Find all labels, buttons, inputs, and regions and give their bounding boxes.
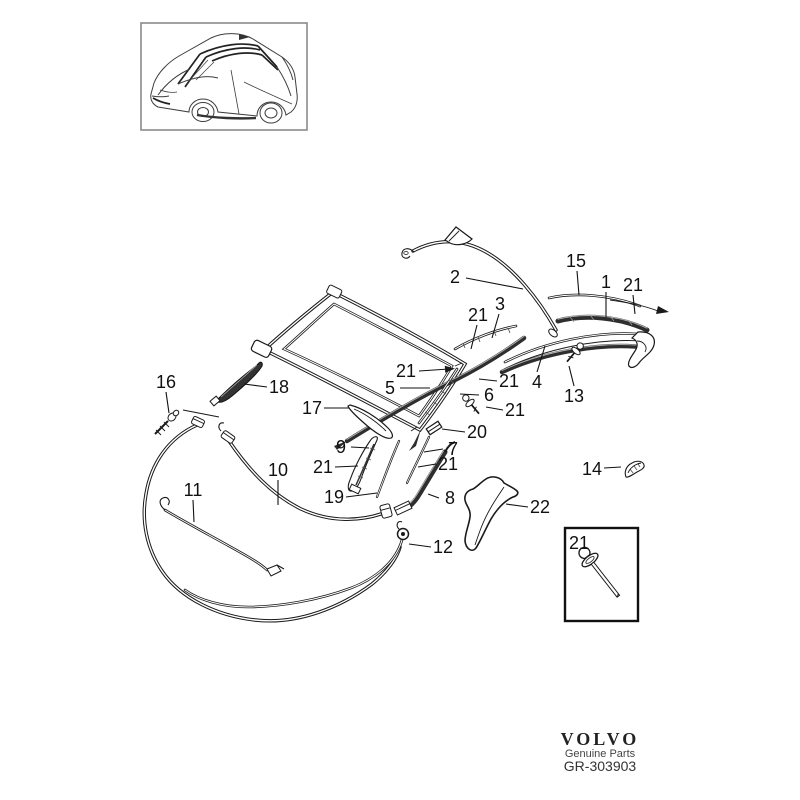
leader-line xyxy=(568,365,575,387)
rivet-detail-icon xyxy=(578,546,621,598)
seal-connector-right xyxy=(379,503,393,519)
part-callout-3: 3 xyxy=(495,294,505,314)
part-callout-21: 21 xyxy=(623,275,643,295)
leader-line xyxy=(632,294,636,315)
part-callout-15: 15 xyxy=(566,251,586,271)
part-17-strip xyxy=(347,404,394,439)
part-callout-21: 21 xyxy=(499,371,519,391)
brand-wordmark: VOLVO xyxy=(561,729,640,749)
part-callout-18: 18 xyxy=(269,377,289,397)
part-callout-21: 21 xyxy=(505,400,525,420)
part-8-seal xyxy=(393,441,456,516)
leader-line xyxy=(350,446,370,449)
part-1-strip xyxy=(558,314,647,330)
part-callout-8: 8 xyxy=(445,488,455,508)
leader-line xyxy=(345,492,378,498)
part-callout-14: 14 xyxy=(582,459,602,479)
vehicle-thumbnail xyxy=(140,22,308,131)
diagram-code: GR-303903 xyxy=(564,758,637,774)
part-4-rail xyxy=(502,328,655,372)
part-5-strip xyxy=(410,362,463,432)
part-21-rivet xyxy=(459,391,484,418)
part-callout-20: 20 xyxy=(467,422,487,442)
leader-line xyxy=(441,428,466,433)
leader-line xyxy=(485,406,504,411)
part-15-strip xyxy=(547,293,669,314)
screw-pointer-line xyxy=(182,409,220,418)
part-callout-21: 21 xyxy=(313,457,333,477)
windshield-frame-seal xyxy=(250,284,467,451)
part-callout-7: 7 xyxy=(448,439,458,459)
part-9-strip xyxy=(347,436,378,495)
leader-line xyxy=(576,270,580,296)
part-callout-17: 17 xyxy=(302,398,322,418)
convertible-car-icon xyxy=(150,33,298,124)
part-callout-13: 13 xyxy=(564,386,584,406)
seal-connector-mid xyxy=(220,430,236,444)
part-22-gusset xyxy=(464,476,519,551)
part-20-plate xyxy=(425,420,443,436)
part-callout-21: 21 xyxy=(569,533,589,553)
part-callout-11: 11 xyxy=(184,480,203,500)
fastener-detail-box xyxy=(563,526,640,623)
leader-line xyxy=(418,368,450,372)
leader-line xyxy=(334,465,359,468)
leader-line xyxy=(459,393,480,396)
leader-line xyxy=(465,277,524,290)
leader-line xyxy=(423,448,444,453)
part-2-front-rail xyxy=(401,226,558,332)
bottom-seal-assembly xyxy=(142,415,410,623)
part-7-strip xyxy=(405,435,431,485)
volvo-logo: VOLVO Genuine Parts GR-303903 xyxy=(561,729,640,774)
part-callout-21: 21 xyxy=(396,361,416,381)
leader-line xyxy=(505,503,529,508)
leader-line xyxy=(478,378,498,382)
part-callout-21: 21 xyxy=(438,454,458,474)
part-callout-21: 21 xyxy=(468,305,488,325)
part-3-strip xyxy=(453,324,518,351)
leader-line xyxy=(536,345,546,373)
leader-line xyxy=(192,499,195,523)
leader-line xyxy=(427,493,440,499)
part-16-screw xyxy=(154,409,220,436)
part-callout-5: 5 xyxy=(385,378,395,398)
part-callout-1: 1 xyxy=(601,272,611,292)
leader-line xyxy=(243,383,268,388)
part-callout-22: 22 xyxy=(530,497,550,517)
part-callout-2: 2 xyxy=(450,267,460,287)
part-callout-6: 6 xyxy=(484,385,494,405)
leader-line xyxy=(470,324,478,350)
brand-tagline: Genuine Parts xyxy=(565,748,636,760)
part-callout-12: 12 xyxy=(433,537,453,557)
leader-line xyxy=(165,391,170,414)
part-callout-19: 19 xyxy=(324,487,344,507)
part-14-clip xyxy=(624,460,645,478)
part-callout-9: 9 xyxy=(336,437,346,457)
part-callout-16: 16 xyxy=(156,372,176,392)
leader-line xyxy=(408,543,432,548)
leader-line xyxy=(491,313,500,339)
part-6-seal xyxy=(334,336,524,450)
leader-arrowhead xyxy=(444,365,455,373)
leader-line xyxy=(603,466,622,469)
leader-line xyxy=(417,463,437,468)
part-19-strip xyxy=(375,439,401,499)
seal-connector-left xyxy=(191,415,205,429)
part-callout-4: 4 xyxy=(532,372,542,392)
part-callout-10: 10 xyxy=(268,460,288,480)
part-18-strip xyxy=(209,361,263,407)
